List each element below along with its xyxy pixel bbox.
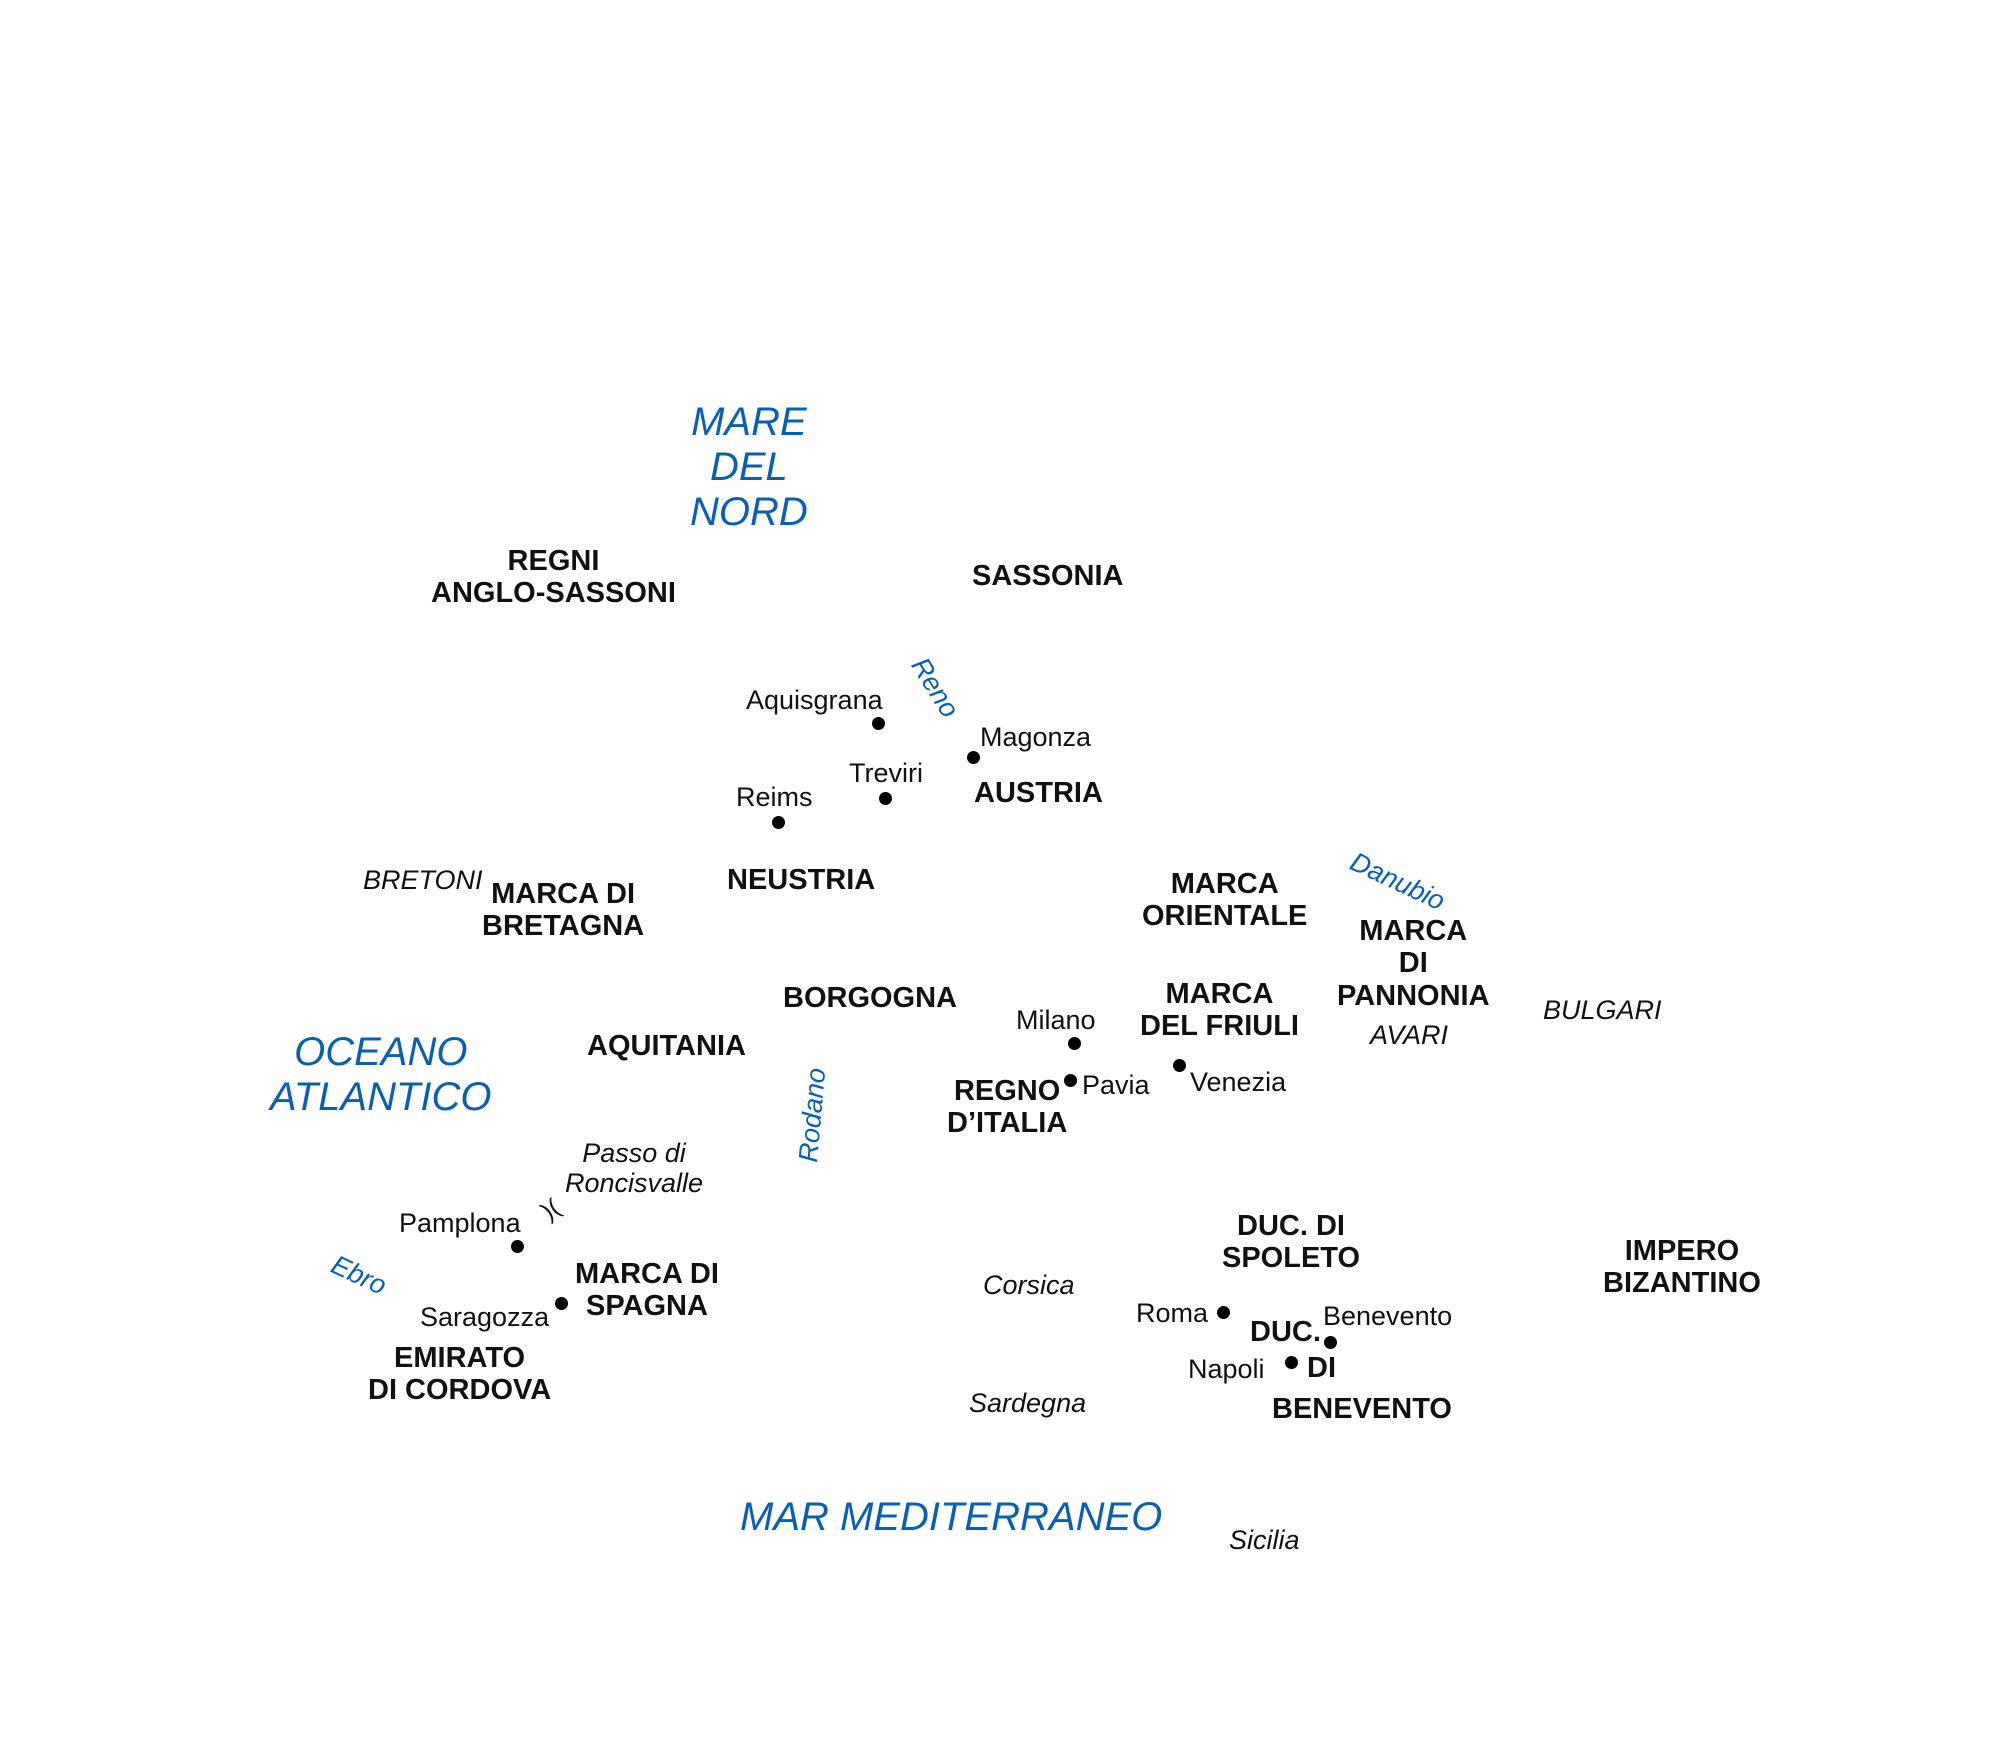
region-label-benevento: BENEVENTO xyxy=(1272,1393,1452,1425)
city-marker-roma xyxy=(1217,1306,1230,1319)
city-marker-reims xyxy=(772,816,785,829)
mountain-pass-icon: )( xyxy=(536,1193,565,1226)
river-label-rodano: Rodano xyxy=(793,1066,832,1164)
region-label-regni-anglo-sassoni: REGNI ANGLO-SASSONI xyxy=(431,545,676,610)
city-marker-treviri xyxy=(879,792,892,805)
river-label-danubio: Danubio xyxy=(1345,846,1450,917)
city-label-benevento: Benevento xyxy=(1323,1301,1453,1331)
city-label-napoli: Napoli xyxy=(1188,1354,1265,1384)
city-marker-pavia xyxy=(1064,1074,1077,1087)
island-label-sicilia: Sicilia xyxy=(1229,1525,1300,1555)
region-label-sassonia: SASSONIA xyxy=(972,560,1124,592)
region-label-regno-d-italia: REGNO D’ITALIA xyxy=(947,1075,1068,1140)
city-label-milano: Milano xyxy=(1016,1005,1096,1035)
city-marker-magonza xyxy=(967,751,980,764)
city-label-aquisgrana: Aquisgrana xyxy=(746,685,883,715)
region-label-emirato-di-cordova: EMIRATO DI CORDOVA xyxy=(368,1342,552,1407)
region-label-duc: DUC. xyxy=(1250,1316,1321,1348)
people-label-avari: AVARI xyxy=(1370,1020,1449,1050)
city-marker-aquisgrana xyxy=(872,717,885,730)
region-label-marca-di-spagna: MARCA DI SPAGNA xyxy=(575,1258,719,1323)
river-label-ebro: Ebro xyxy=(326,1249,392,1301)
city-label-magonza: Magonza xyxy=(980,722,1092,752)
city-label-venezia: Venezia xyxy=(1190,1067,1287,1097)
people-label-bulgari: BULGARI xyxy=(1543,995,1662,1025)
city-label-treviri: Treviri xyxy=(849,758,923,788)
island-label-sardegna: Sardegna xyxy=(969,1388,1087,1418)
region-label-marca-orientale: MARCA ORIENTALE xyxy=(1142,868,1308,933)
island-label-corsica: Corsica xyxy=(983,1270,1075,1300)
city-marker-venezia xyxy=(1173,1059,1186,1072)
region-label-marca-del-friuli: MARCA DEL FRIULI xyxy=(1140,978,1299,1043)
region-label-austria: AUSTRIA xyxy=(974,777,1103,809)
city-marker-saragozza xyxy=(555,1297,568,1310)
city-marker-milano xyxy=(1068,1037,1081,1050)
city-label-reims: Reims xyxy=(736,782,813,812)
region-label-aquitania: AQUITANIA xyxy=(587,1030,746,1062)
city-label-pavia: Pavia xyxy=(1082,1070,1150,1100)
city-marker-napoli xyxy=(1285,1356,1298,1369)
region-label-impero-bizantino: IMPERO BIZANTINO xyxy=(1603,1235,1761,1300)
city-marker-benevento xyxy=(1324,1336,1337,1349)
sea-label-oceano-atlantico: OCEANO ATLANTICO xyxy=(270,1030,492,1119)
city-marker-pamplona xyxy=(511,1240,524,1253)
place-label-passo-di-roncisvalle: Passo di Roncisvalle xyxy=(565,1138,704,1199)
region-label-borgogna: BORGOGNA xyxy=(783,982,957,1014)
region-label-marca-di-pannonia: MARCA DI PANNONIA xyxy=(1337,915,1490,1012)
region-label-marca-di-bretagna: MARCA DI BRETAGNA xyxy=(482,878,645,943)
city-label-roma: Roma xyxy=(1136,1298,1209,1328)
river-label-reno: Reno xyxy=(905,652,966,723)
region-label-neustria: NEUSTRIA xyxy=(727,864,876,896)
region-label-duc-di-spoleto: DUC. DI SPOLETO xyxy=(1222,1210,1361,1275)
sea-label-mar-mediterraneo: MAR MEDITERRANEO xyxy=(740,1495,1163,1539)
city-label-saragozza: Saragozza xyxy=(420,1302,550,1332)
region-label-di: DI xyxy=(1307,1352,1336,1384)
people-label-bretoni: BRETONI xyxy=(363,865,483,895)
city-label-pamplona: Pamplona xyxy=(399,1208,521,1238)
sea-label-mare-del-nord: MARE DEL NORD xyxy=(690,400,808,534)
